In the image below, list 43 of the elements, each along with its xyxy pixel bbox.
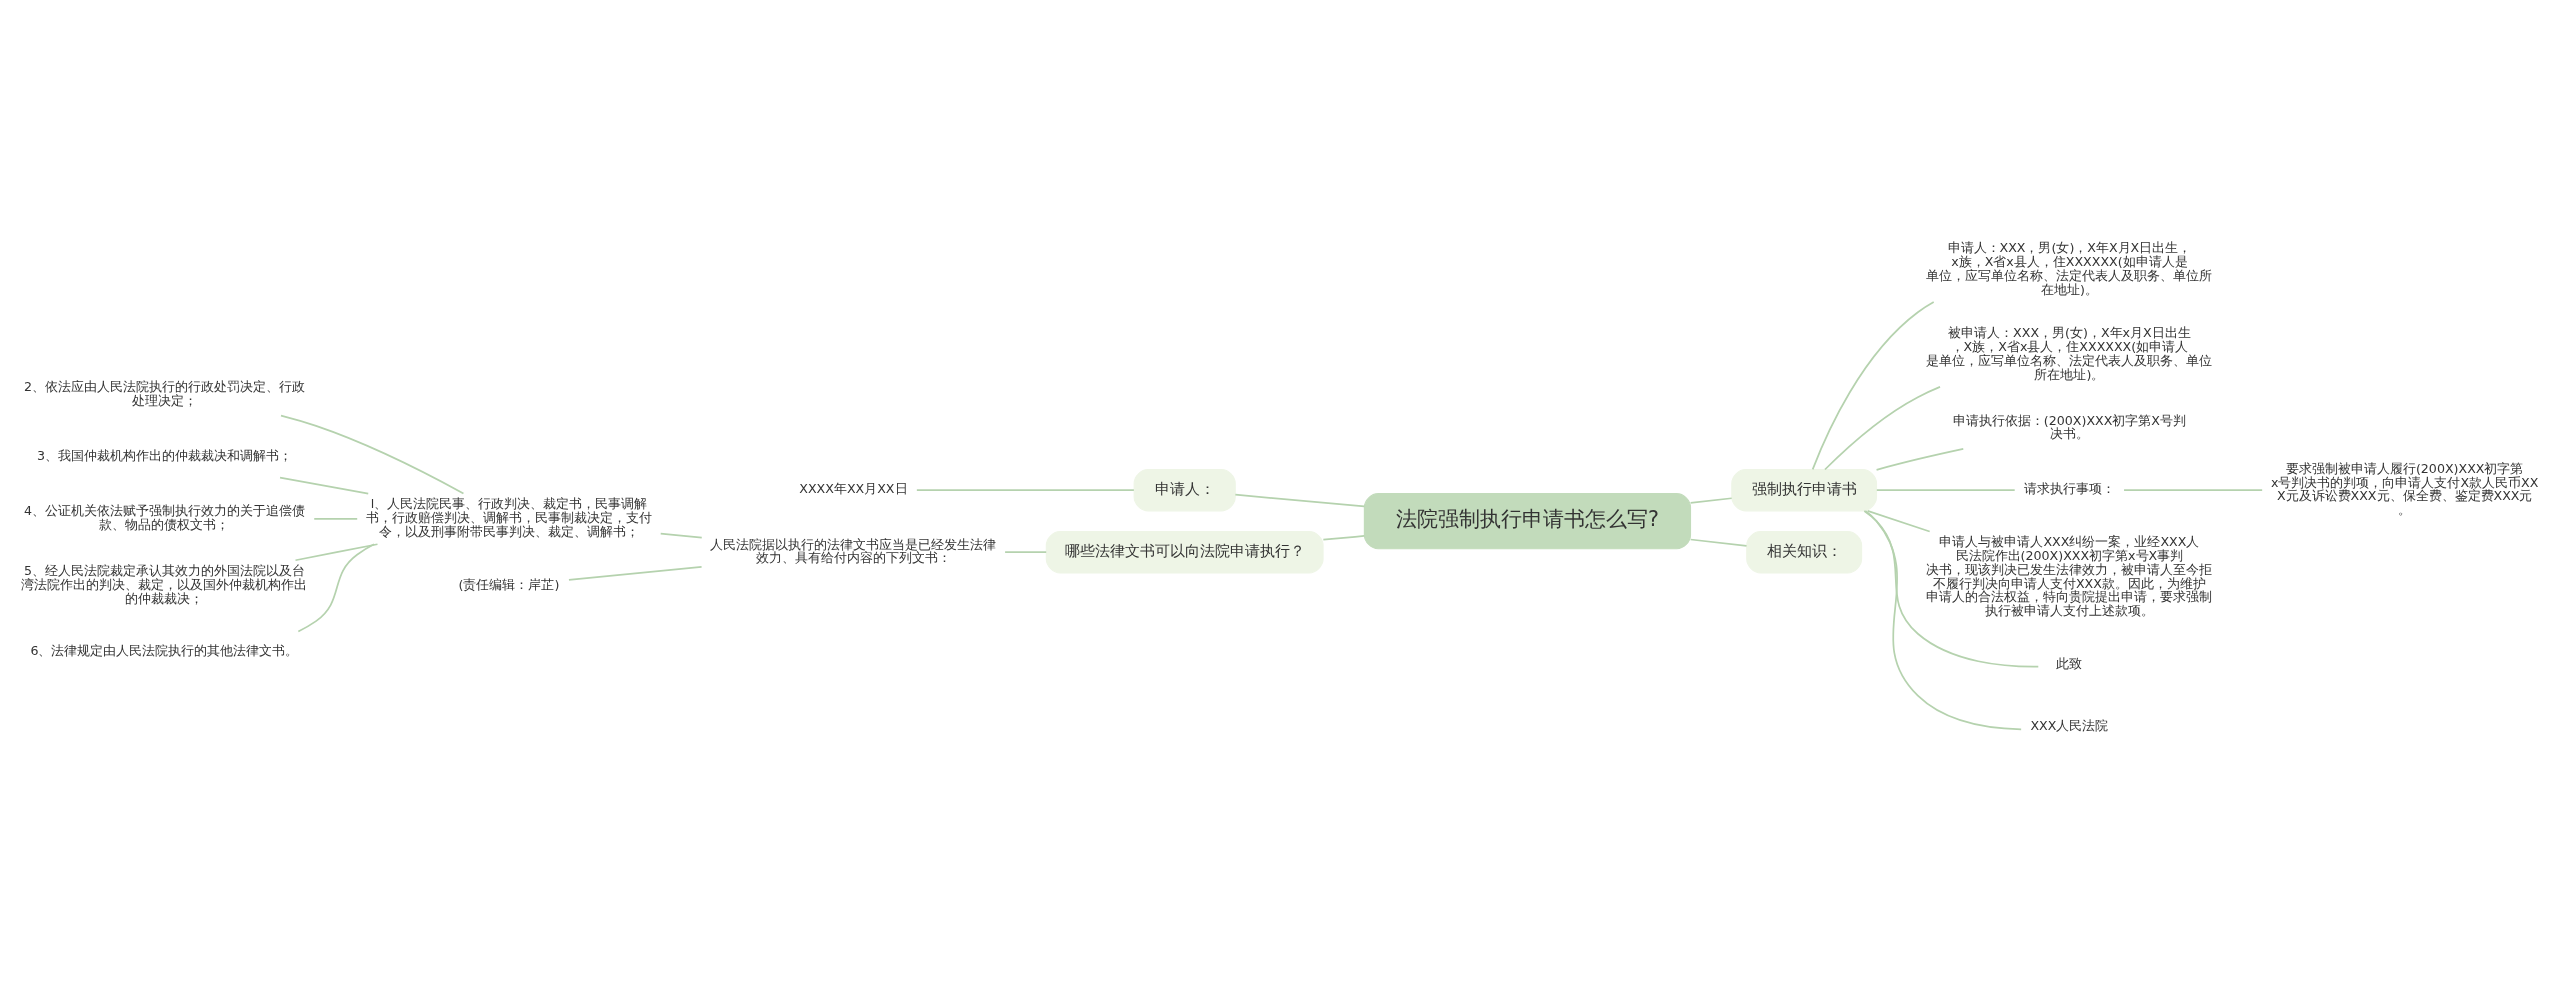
connector bbox=[313, 518, 359, 520]
node-text: 申请执行依据：(200X)XXX初字第X号判决书。 bbox=[1952, 412, 2187, 442]
node-text: 4、公证机关依法赋予强制执行效力的关于追偿债款、物品的债权文书； bbox=[23, 503, 306, 533]
connector bbox=[1689, 538, 1748, 547]
connector bbox=[1234, 493, 1366, 508]
node-box: 相关知识： bbox=[1746, 530, 1863, 574]
connector bbox=[1875, 448, 1965, 471]
connector bbox=[1866, 510, 1931, 533]
node-text: XXX人民法院 bbox=[2030, 717, 2109, 733]
node-text: 5、经人民法院裁定承认其效力的外国法院以及台湾法院作出的判决、裁定，以及国外仲裁机构作出的仲裁裁决； bbox=[21, 562, 308, 606]
node-box: 申请人： bbox=[1133, 468, 1236, 512]
node-text: 请求执行事项： bbox=[2023, 481, 2115, 497]
connector bbox=[659, 532, 703, 539]
connector bbox=[1863, 510, 2040, 668]
connector bbox=[1824, 386, 1941, 471]
node-box: 哪些法律文书可以向法院申请执行？ bbox=[1045, 530, 1324, 574]
node-text: 被申请人：XXX，男(女)，X年x月X日出生，X族，X省x县人，住XXXXXX(如申请人是单位，应写单位名称、法定代表人及职务、单位所在地址)。 bbox=[1926, 325, 2213, 382]
node-text: 申请人与被申请人XXX纠纷一案，业经XXX人民法院作出(200X)XXX初字第x号X事判决书，现该判决已发生法律效力，被申请人至今拒不履行判决向申请人支付XXX款。因此，为维护申请人的合法权益，特向贵院提出申请，要求强制执行被申请人支付上述款项。 bbox=[1926, 534, 2213, 619]
connector bbox=[294, 543, 379, 562]
connector bbox=[280, 414, 465, 495]
node-text: 6、法律规定由人民法院执行的其他法律文书。 bbox=[30, 643, 299, 659]
connector bbox=[916, 489, 1135, 492]
connector bbox=[2123, 489, 2263, 492]
connector bbox=[1689, 497, 1733, 504]
connector bbox=[297, 543, 375, 633]
node-text: 人民法院据以执行的法律文书应当是已经发生法律效力、具有给付内容的下列文书： bbox=[710, 536, 997, 566]
node-text: (责任编辑：岸芷) bbox=[458, 576, 560, 592]
node-text: 2、依法应由人民法院执行的行政处罚决定、行政处理决定； bbox=[23, 379, 306, 408]
node-text: 3、我国仲裁机构作出的仲裁裁决和调解书； bbox=[36, 448, 293, 464]
connector bbox=[1811, 301, 1935, 471]
node-text: 要求强制被申请人履行(200X)XXX初字第x号判决书的判项，向申请人支付X款人民币XXX元及诉讼费XXX元、保全费、鉴定费XXX元。 bbox=[2270, 460, 2539, 518]
node-box: 强制执行申请书 bbox=[1731, 468, 1878, 512]
node-text: 此致 bbox=[2056, 655, 2083, 671]
connector bbox=[1864, 510, 2022, 731]
connector bbox=[279, 476, 370, 495]
connector bbox=[1875, 489, 2016, 492]
node-box: 法院强制执行申请书怎么写? bbox=[1363, 493, 1692, 550]
connector bbox=[1322, 535, 1366, 541]
node-text: XXXX年XX月XX日 bbox=[799, 481, 908, 497]
node-text: 申请人：XXX，男(女)，X年X月X日出生，x族，X省x县人，住XXXXXX(如申请人是单位，应写单位名称、法定代表人及职务、单位所在地址)。 bbox=[1926, 240, 2213, 297]
node-text: l、人民法院民事、行政判决、裁定书，民事调解书，行政赔偿判决、调解书，民事制裁决定，支付令，以及刑事附带民事判决、裁定、调解书； bbox=[365, 496, 652, 539]
connector bbox=[568, 566, 703, 581]
connector bbox=[1004, 551, 1048, 554]
